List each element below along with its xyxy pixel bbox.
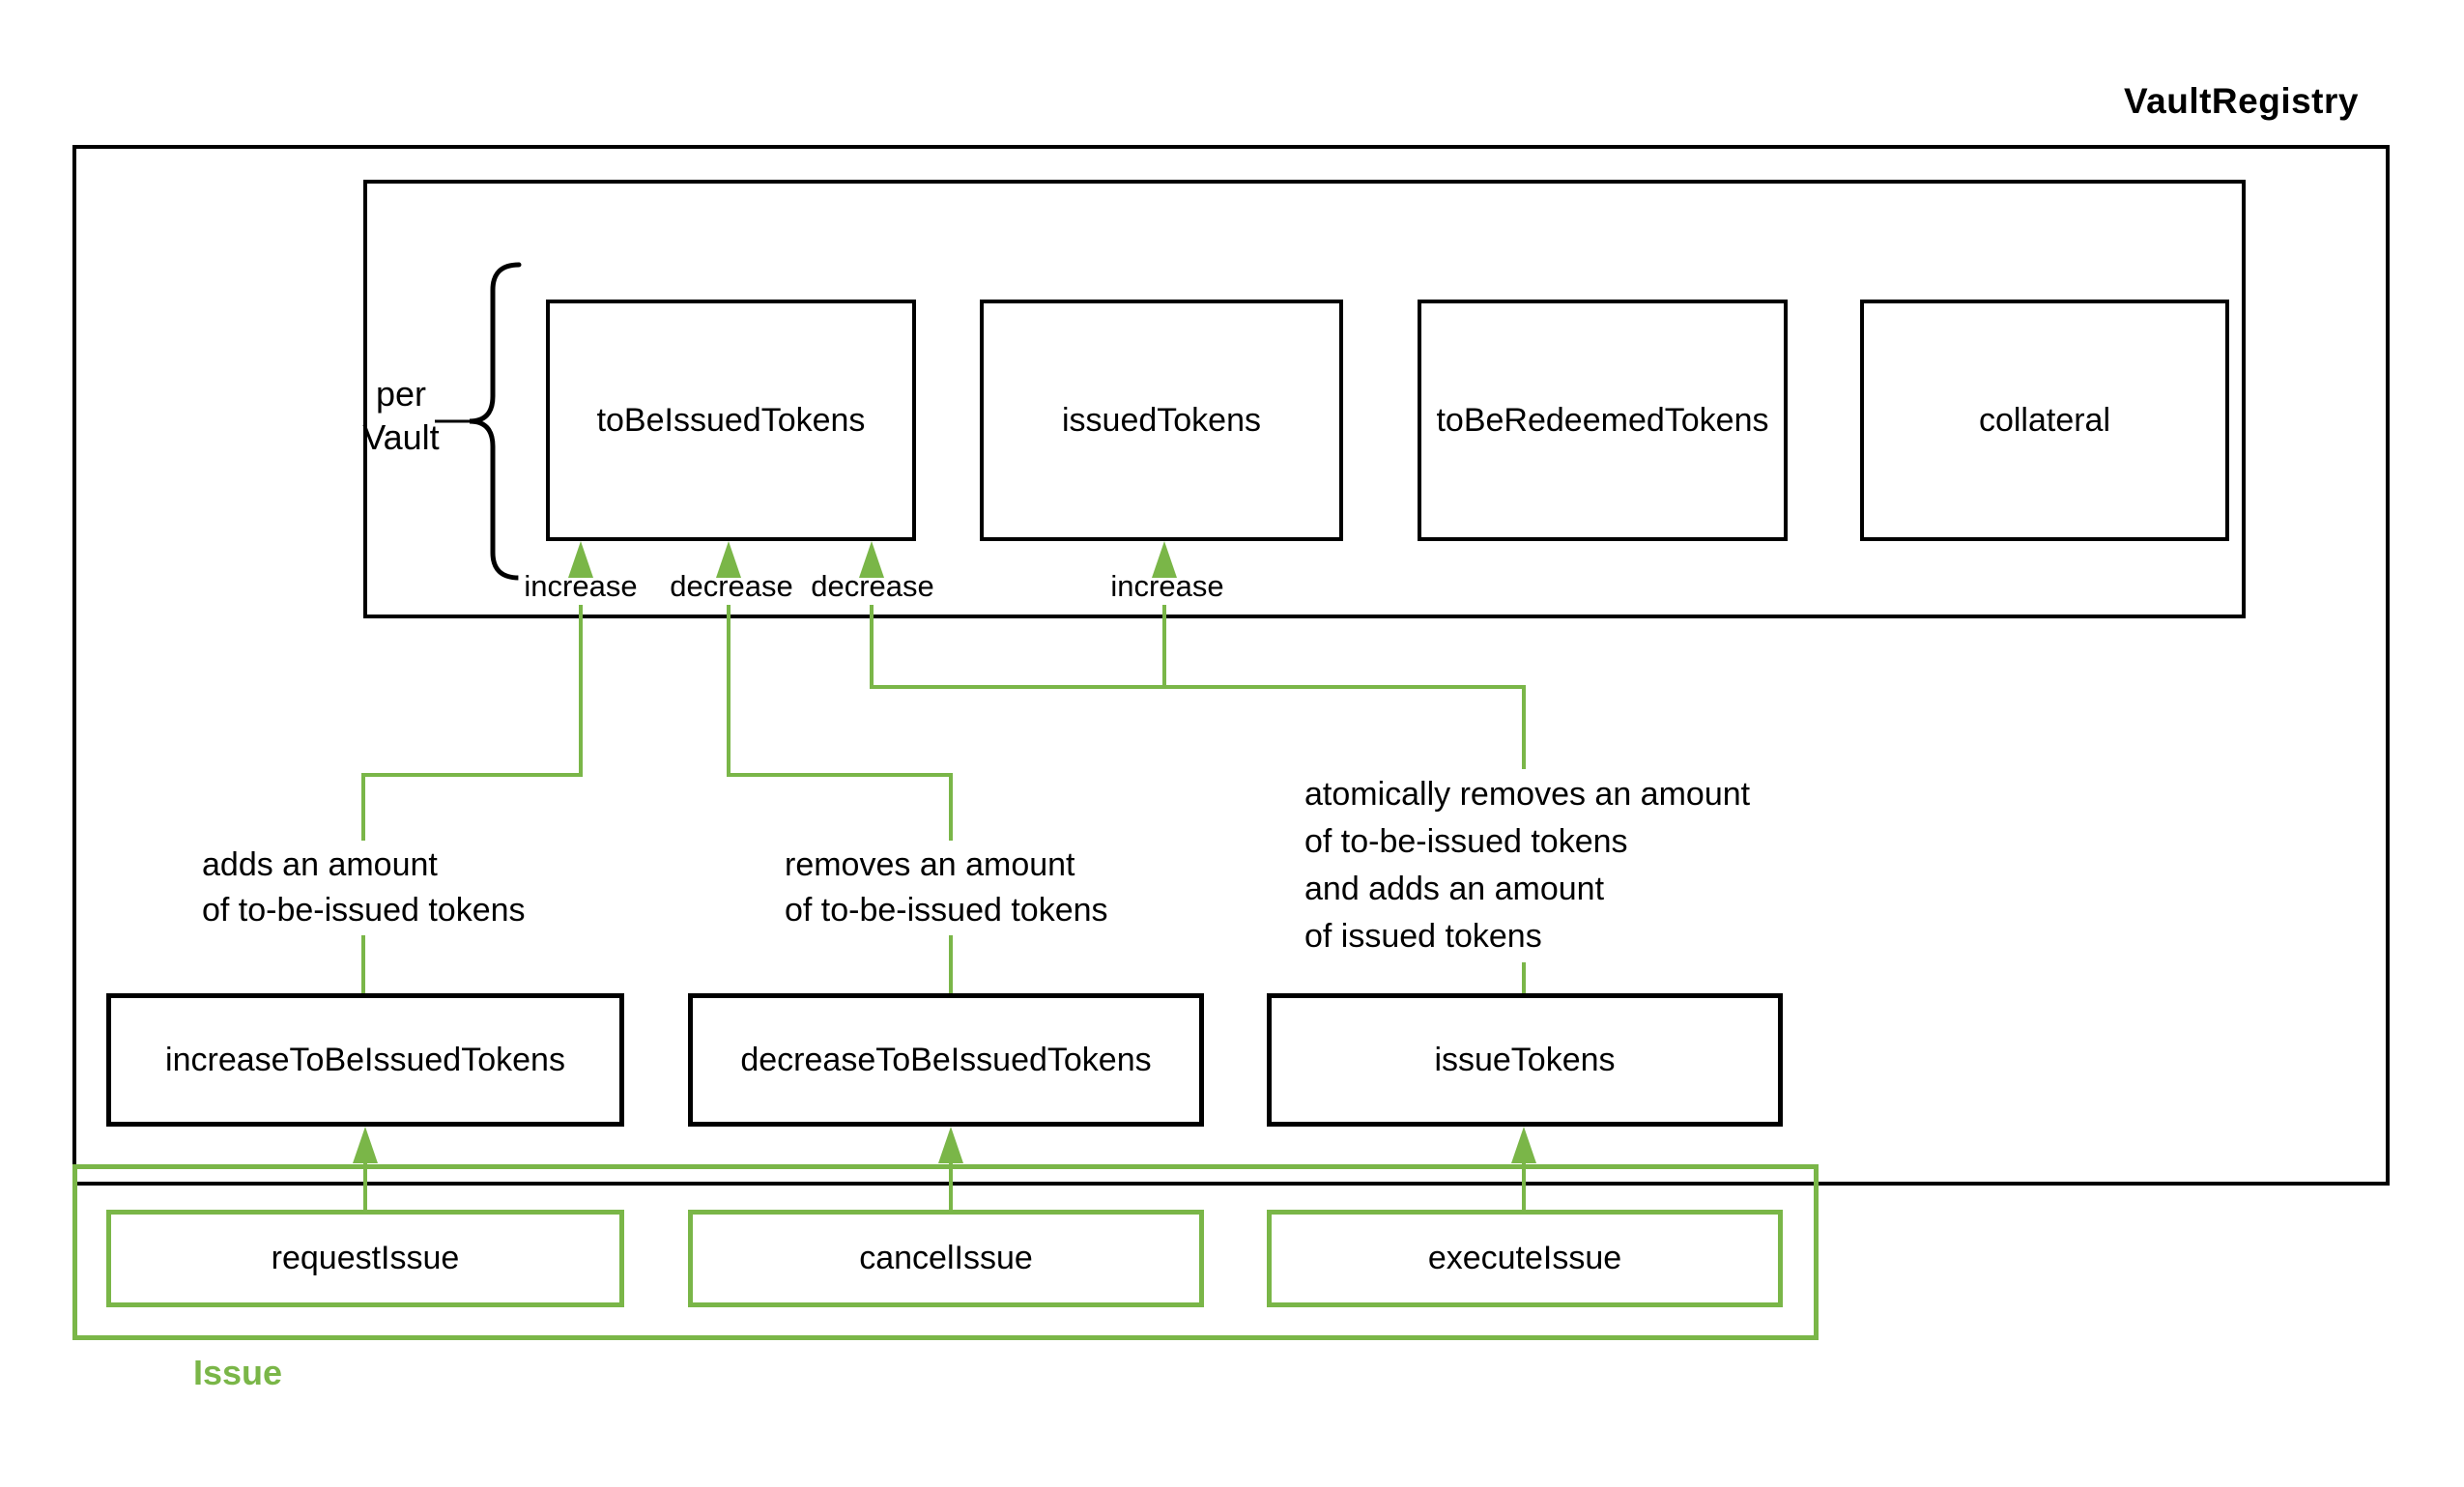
annotation-line: adds an amount <box>202 846 438 883</box>
storage-box-label: toBeRedeemedTokens <box>1436 401 1769 439</box>
function-box-issuetokens: issueTokens <box>1267 993 1783 1127</box>
issue-box-cancelissue: cancelIssue <box>688 1210 1204 1307</box>
arrowhead-executeissue-icon <box>1511 1127 1536 1163</box>
connector-requestissue-vline <box>363 1159 367 1212</box>
connector-cancelissue-vline <box>949 1159 953 1212</box>
connector-increase2-vline <box>1162 574 1166 689</box>
edge-label-decrease-1: decrease <box>664 568 799 605</box>
storage-box-collateral: collateral <box>1860 300 2229 541</box>
annotation-line: atomically removes an amount <box>1304 776 1751 813</box>
arrowhead-decrease-1-icon <box>716 541 741 578</box>
storage-box-label: toBeIssuedTokens <box>596 401 866 439</box>
annotation-add-tobeissued: adds an amount of to-be-issued tokens <box>196 841 531 935</box>
annotation-line: and adds an amount <box>1304 871 1605 907</box>
issue-module-title: Issue <box>193 1353 283 1392</box>
arrowhead-requestissue-icon <box>353 1127 378 1163</box>
vault-registry-container <box>72 145 2390 1186</box>
connector-decrease1-tobeissued-hline <box>727 773 953 777</box>
storage-box-label: collateral <box>1978 401 2111 439</box>
diagram-title: VaultRegistry <box>2124 81 2359 121</box>
annotation-remove-tobeissued: removes an amount of to-be-issued tokens <box>779 841 1114 935</box>
issue-box-label: executeIssue <box>1427 1240 1622 1276</box>
arrowhead-decrease-2-icon <box>859 541 884 578</box>
storage-box-toberedeemedtokens: toBeRedeemedTokens <box>1418 300 1788 541</box>
annotation-line: of to-be-issued tokens <box>1304 823 1628 860</box>
storage-box-tobeissuedtokens: toBeIssuedTokens <box>546 300 916 541</box>
issue-box-label: requestIssue <box>271 1240 460 1276</box>
issue-box-label: cancelIssue <box>859 1240 1033 1276</box>
connector-decrease1-tobeissued-vline <box>727 574 731 777</box>
annotation-line: of to-be-issued tokens <box>202 892 526 929</box>
issue-box-executeissue: executeIssue <box>1267 1210 1783 1307</box>
storage-box-issuedtokens: issuedTokens <box>980 300 1343 541</box>
connector-increase-tobeissued-hline <box>361 773 583 777</box>
issue-box-requestissue: requestIssue <box>106 1210 624 1307</box>
connector-issuetokens-hline <box>870 685 1526 689</box>
connector-increase-tobeissued-vline <box>579 574 583 777</box>
per-vault-label-line2: Vault <box>362 417 440 457</box>
per-vault-label-line1: per <box>375 374 427 414</box>
arrowhead-increase-2-icon <box>1152 541 1177 578</box>
arrowhead-increase-1-icon <box>568 541 593 578</box>
issue-module-container <box>72 1164 1819 1340</box>
annotation-line: removes an amount <box>785 846 1075 883</box>
function-box-label: decreaseToBeIssuedTokens <box>740 1041 1152 1078</box>
function-box-decreasetobeissuedtokens: decreaseToBeIssuedTokens <box>688 993 1204 1127</box>
function-box-increasetobeissuedtokens: increaseToBeIssuedTokens <box>106 993 624 1127</box>
per-vault-label: per Vault <box>319 372 483 459</box>
annotation-line: of to-be-issued tokens <box>785 892 1108 929</box>
connector-decrease2-vline <box>870 574 874 689</box>
arrowhead-cancelissue-icon <box>938 1127 963 1163</box>
function-box-label: increaseToBeIssuedTokens <box>165 1041 565 1078</box>
annotation-line: of issued tokens <box>1304 918 1542 955</box>
annotation-atomic-issue: atomically removes an amount of to-be-is… <box>1299 769 1757 962</box>
connector-executeissue-vline <box>1522 1159 1526 1212</box>
per-vault-container <box>363 180 2246 618</box>
function-box-label: issueTokens <box>1434 1041 1616 1078</box>
per-vault-brace <box>435 262 522 581</box>
storage-box-label: issuedTokens <box>1061 401 1261 439</box>
